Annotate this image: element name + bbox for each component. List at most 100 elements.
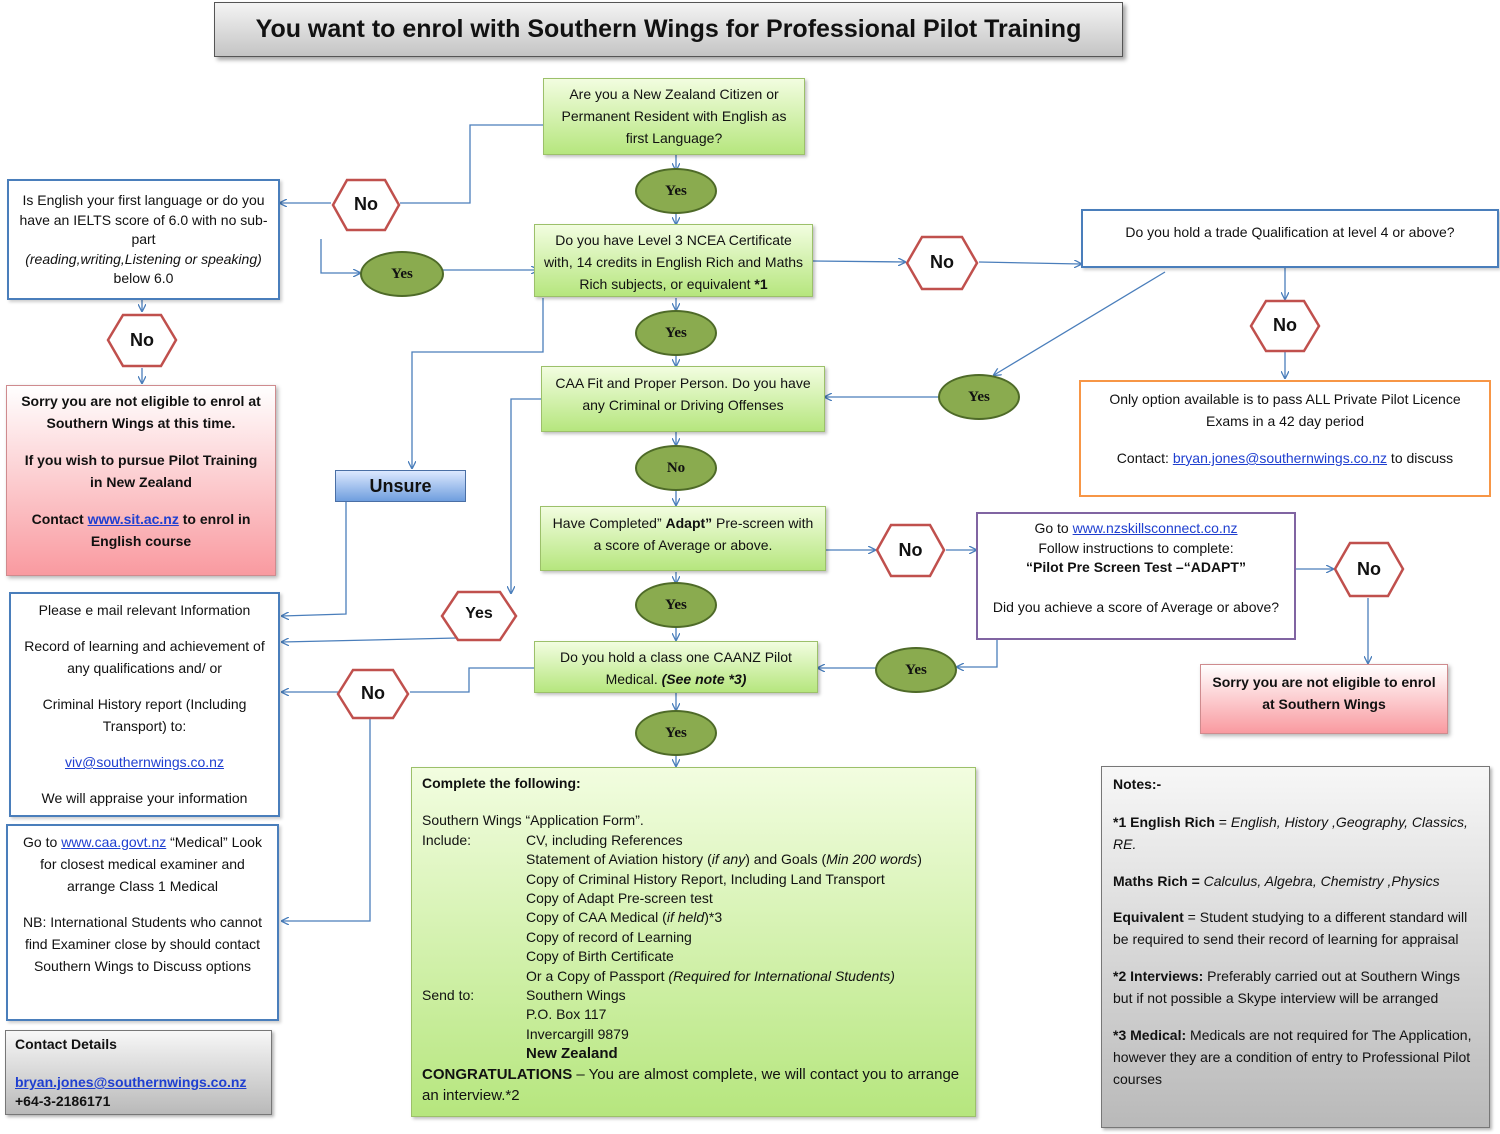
congratulations-label: CONGRATULATIONS bbox=[422, 1065, 573, 1083]
english-question-subparts: (reading,writing,Listening or speaking) bbox=[25, 250, 262, 267]
yes-node: Yes bbox=[360, 251, 444, 297]
no-label: No bbox=[1273, 315, 1297, 335]
note-equivalent-value: = Student studying to a different standa… bbox=[1113, 909, 1468, 947]
no-node: No bbox=[106, 313, 178, 368]
nzskillsconnect-link[interactable]: www.nzskillsconnect.co.nz bbox=[1072, 520, 1238, 536]
not-eligible-sw-box: Sorry you are not eligible to enrol at S… bbox=[1200, 664, 1448, 734]
include-item-part: if any bbox=[711, 851, 746, 868]
adapt-instructions-box: Go to www.nzskillsconnect.co.nz Follow i… bbox=[976, 512, 1296, 640]
connector bbox=[282, 637, 458, 642]
include-label: Include: bbox=[422, 831, 472, 848]
ppl-contact-label: Contact: bbox=[1116, 450, 1173, 466]
include-item: CV, including References bbox=[526, 831, 965, 850]
english-question-suffix: below 6.0 bbox=[113, 270, 174, 286]
yes-node: Yes bbox=[635, 310, 717, 356]
yes-label: Yes bbox=[391, 266, 413, 282]
ppl-option-box: Only option available is to pass ALL Pri… bbox=[1079, 380, 1491, 497]
no-node: No bbox=[1333, 541, 1405, 598]
yes-node: Yes bbox=[938, 374, 1020, 420]
adapt-question-bold: Adapt” bbox=[665, 515, 713, 531]
not-eligible-sw-text: Sorry you are not eligible to enrol at S… bbox=[1212, 674, 1436, 712]
contact-heading: Contact Details bbox=[15, 1036, 117, 1052]
adapt-goto-label: Go to bbox=[1034, 520, 1073, 536]
no-label: No bbox=[354, 194, 378, 214]
include-item-part: )*3 bbox=[704, 909, 723, 926]
include-item: Or a Copy of Passport (Required for Inte… bbox=[526, 967, 965, 986]
yes-label: Yes bbox=[665, 325, 687, 341]
caa-link[interactable]: www.caa.govt.nz bbox=[61, 834, 167, 850]
note-equivalent-label: Equivalent bbox=[1113, 909, 1184, 925]
connector bbox=[957, 640, 998, 667]
medical-instructions-text: “Medical” Look for closest medical exami… bbox=[40, 834, 262, 894]
trade-question-text: Do you hold a trade Qualification at lev… bbox=[1125, 224, 1455, 240]
unsure-box: Unsure bbox=[335, 470, 466, 502]
sit-link[interactable]: www.sit.ac.nz bbox=[87, 511, 179, 527]
application-form-text: Southern Wings “Application Form”. bbox=[422, 812, 644, 829]
page-title: You want to enrol with Southern Wings fo… bbox=[214, 2, 1123, 57]
ppl-contact-suffix: to discuss bbox=[1387, 450, 1454, 466]
yes-label: Yes bbox=[665, 597, 687, 613]
note-medical-label: *3 Medical: bbox=[1113, 1027, 1187, 1043]
connector bbox=[400, 124, 543, 204]
international-students-note: NB: International Students who cannot fi… bbox=[23, 914, 262, 974]
trade-question-box: Do you hold a trade Qualification at lev… bbox=[1081, 209, 1499, 268]
include-item: Copy of Adapt Pre-screen test bbox=[526, 889, 965, 908]
caa-question-box: CAA Fit and Proper Person. Do you have a… bbox=[541, 366, 825, 432]
include-item-part: (Required for International Students) bbox=[668, 967, 895, 984]
medical-question-box: Do you hold a class one CAANZ Pilot Medi… bbox=[534, 641, 818, 693]
no-node: No bbox=[905, 235, 979, 291]
hexagon-shape bbox=[106, 313, 178, 368]
include-item-part: ) bbox=[917, 851, 922, 868]
no-label: No bbox=[1357, 559, 1381, 579]
include-item-text: Copy of record of Learning bbox=[526, 928, 692, 945]
adapt-question-box: Have Completed” Adapt” Pre-screen with a… bbox=[540, 506, 826, 571]
adapt-result-question: Did you achieve a score of Average or ab… bbox=[992, 598, 1280, 615]
ncea-question-text: Do you have Level 3 NCEA Certificate wit… bbox=[543, 232, 804, 292]
no-label: No bbox=[361, 683, 385, 703]
contact-details-box: Contact Details bryan.jones@southernwing… bbox=[5, 1030, 272, 1115]
adapt-test-name: “Pilot Pre Screen Test –“ADAPT” bbox=[1026, 559, 1246, 575]
note-english-value: English, History ,Geography, Classics, R… bbox=[1113, 814, 1468, 852]
contact-email-link[interactable]: bryan.jones@southernwings.co.nz bbox=[15, 1074, 247, 1090]
congratulations-text: – You are almost complete, we will conta… bbox=[422, 1065, 960, 1104]
ppl-email-link[interactable]: bryan.jones@southernwings.co.nz bbox=[1172, 450, 1388, 466]
viv-email-link[interactable]: viv@southernwings.co.nz bbox=[65, 754, 224, 770]
citizen-question-box: Are you a New Zealand Citizen or Permane… bbox=[543, 78, 805, 155]
yes-node: Yes bbox=[635, 168, 717, 214]
include-item: Copy of Criminal History Report, Includi… bbox=[526, 870, 965, 889]
ppl-option-text: Only option available is to pass ALL Pri… bbox=[1109, 391, 1461, 429]
adapt-question-prefix: Have Completed” bbox=[552, 515, 666, 531]
include-item-part: Min 200 words bbox=[826, 851, 918, 868]
no-ellipse-node: No bbox=[635, 445, 717, 491]
send-to-block: Send to: Southern Wings P.O. Box 117 Inv… bbox=[422, 986, 965, 1064]
include-item-text: Copy of Adapt Pre-screen test bbox=[526, 890, 713, 907]
note-medical-value: Medicals are not required for The Applic… bbox=[1113, 1027, 1472, 1087]
not-eligible-nz-box: Sorry you are not eligible to enrol at S… bbox=[6, 385, 276, 576]
no-node: No bbox=[875, 523, 946, 578]
include-item-part: Statement of Aviation history ( bbox=[526, 851, 712, 868]
complete-heading: Complete the following: bbox=[422, 775, 581, 791]
hexagon-shape bbox=[905, 235, 979, 291]
yes-label: Yes bbox=[665, 725, 687, 741]
yes-node: Yes bbox=[635, 582, 717, 628]
note-english-label: *1 English Rich bbox=[1113, 814, 1215, 830]
not-eligible-nz-text: Sorry you are not eligible to enrol at S… bbox=[21, 393, 261, 431]
medical-note-ref: (See note *3) bbox=[661, 671, 747, 687]
no-label: No bbox=[666, 460, 686, 476]
note-maths-value: Calculus, Algebra, Chemistry ,Physics bbox=[1199, 873, 1440, 889]
connector bbox=[282, 502, 347, 616]
connector bbox=[282, 716, 371, 921]
connector bbox=[812, 261, 905, 262]
english-course-text: to enrol in English course bbox=[90, 511, 251, 549]
note-english-sep: = bbox=[1214, 814, 1231, 830]
sit-contact-label: Contact bbox=[31, 511, 88, 527]
notes-box: Notes:- *1 English Rich = English, Histo… bbox=[1101, 766, 1490, 1128]
connector bbox=[320, 239, 360, 273]
send-to-label: Send to: bbox=[422, 987, 475, 1004]
connector bbox=[978, 262, 1081, 264]
hexagon-shape bbox=[336, 668, 410, 720]
email-info-box: Please e mail relevant Information Recor… bbox=[9, 592, 280, 817]
no-label: No bbox=[898, 540, 923, 560]
